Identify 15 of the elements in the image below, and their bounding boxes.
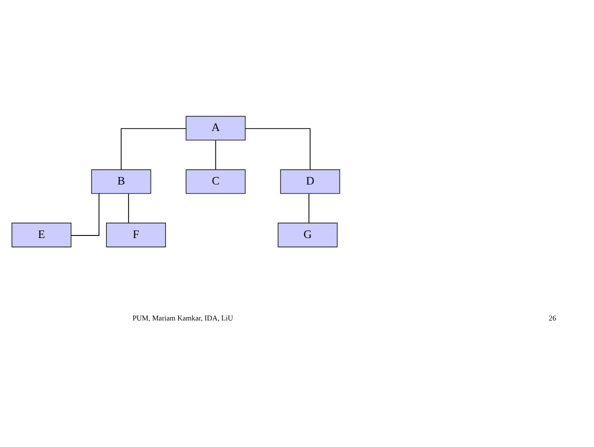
label: 26: [548, 314, 556, 323]
node-box: F: [106, 222, 166, 248]
node-box: C: [186, 169, 246, 194]
node-box: D: [280, 169, 340, 194]
label: PUM, Mariam Kamkar, IDA, LiU: [132, 314, 234, 323]
connector: [244, 128, 311, 170]
connector: [215, 140, 216, 170]
connector: [120, 128, 186, 170]
node-box: G: [278, 222, 338, 248]
connector: [70, 193, 100, 236]
connector: [308, 193, 310, 224]
node-box: B: [91, 169, 152, 194]
node-box: E: [12, 222, 72, 248]
node-box: A: [186, 116, 246, 141]
connector: [128, 193, 129, 224]
